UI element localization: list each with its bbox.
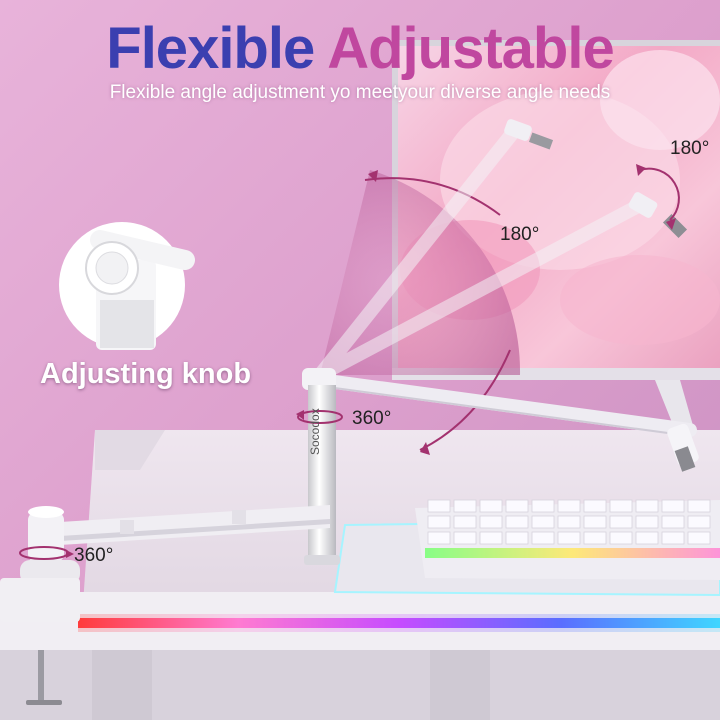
rotate-arrow-mid xyxy=(297,410,343,424)
rotation-label-base: 360° xyxy=(74,545,114,566)
lower-arm xyxy=(60,505,330,545)
rotation-range-fan xyxy=(320,170,521,375)
angle-label-right: 180° xyxy=(670,138,710,159)
arrow-head-icon xyxy=(420,442,430,455)
subtitle: Flexible angle adjustment yo meetyour di… xyxy=(109,82,611,103)
arc-arrow xyxy=(364,177,501,216)
vertical-pole xyxy=(302,368,340,565)
ghost-mic-clip-right xyxy=(628,192,688,239)
keyboard xyxy=(415,499,720,580)
rotate-arrow-right xyxy=(639,167,680,221)
headline-word-2: Adjustable xyxy=(327,16,614,81)
boom-arm xyxy=(313,373,699,472)
knob-closeup xyxy=(59,222,195,350)
ghost-mic-clip-top xyxy=(504,119,554,150)
desk-clamp xyxy=(0,506,80,705)
arrow-head-icon xyxy=(368,170,378,182)
rotation-label-mid: 360° xyxy=(352,408,392,429)
angle-label-center: 180° xyxy=(500,224,540,245)
headline-word-1: Flexible xyxy=(106,16,315,81)
headline: Flexible Adjustable xyxy=(0,18,720,80)
brand-logo: Socodox xyxy=(308,408,322,455)
knob-label: Adjusting knob xyxy=(40,358,252,390)
ghost-arm-positions xyxy=(313,123,647,382)
